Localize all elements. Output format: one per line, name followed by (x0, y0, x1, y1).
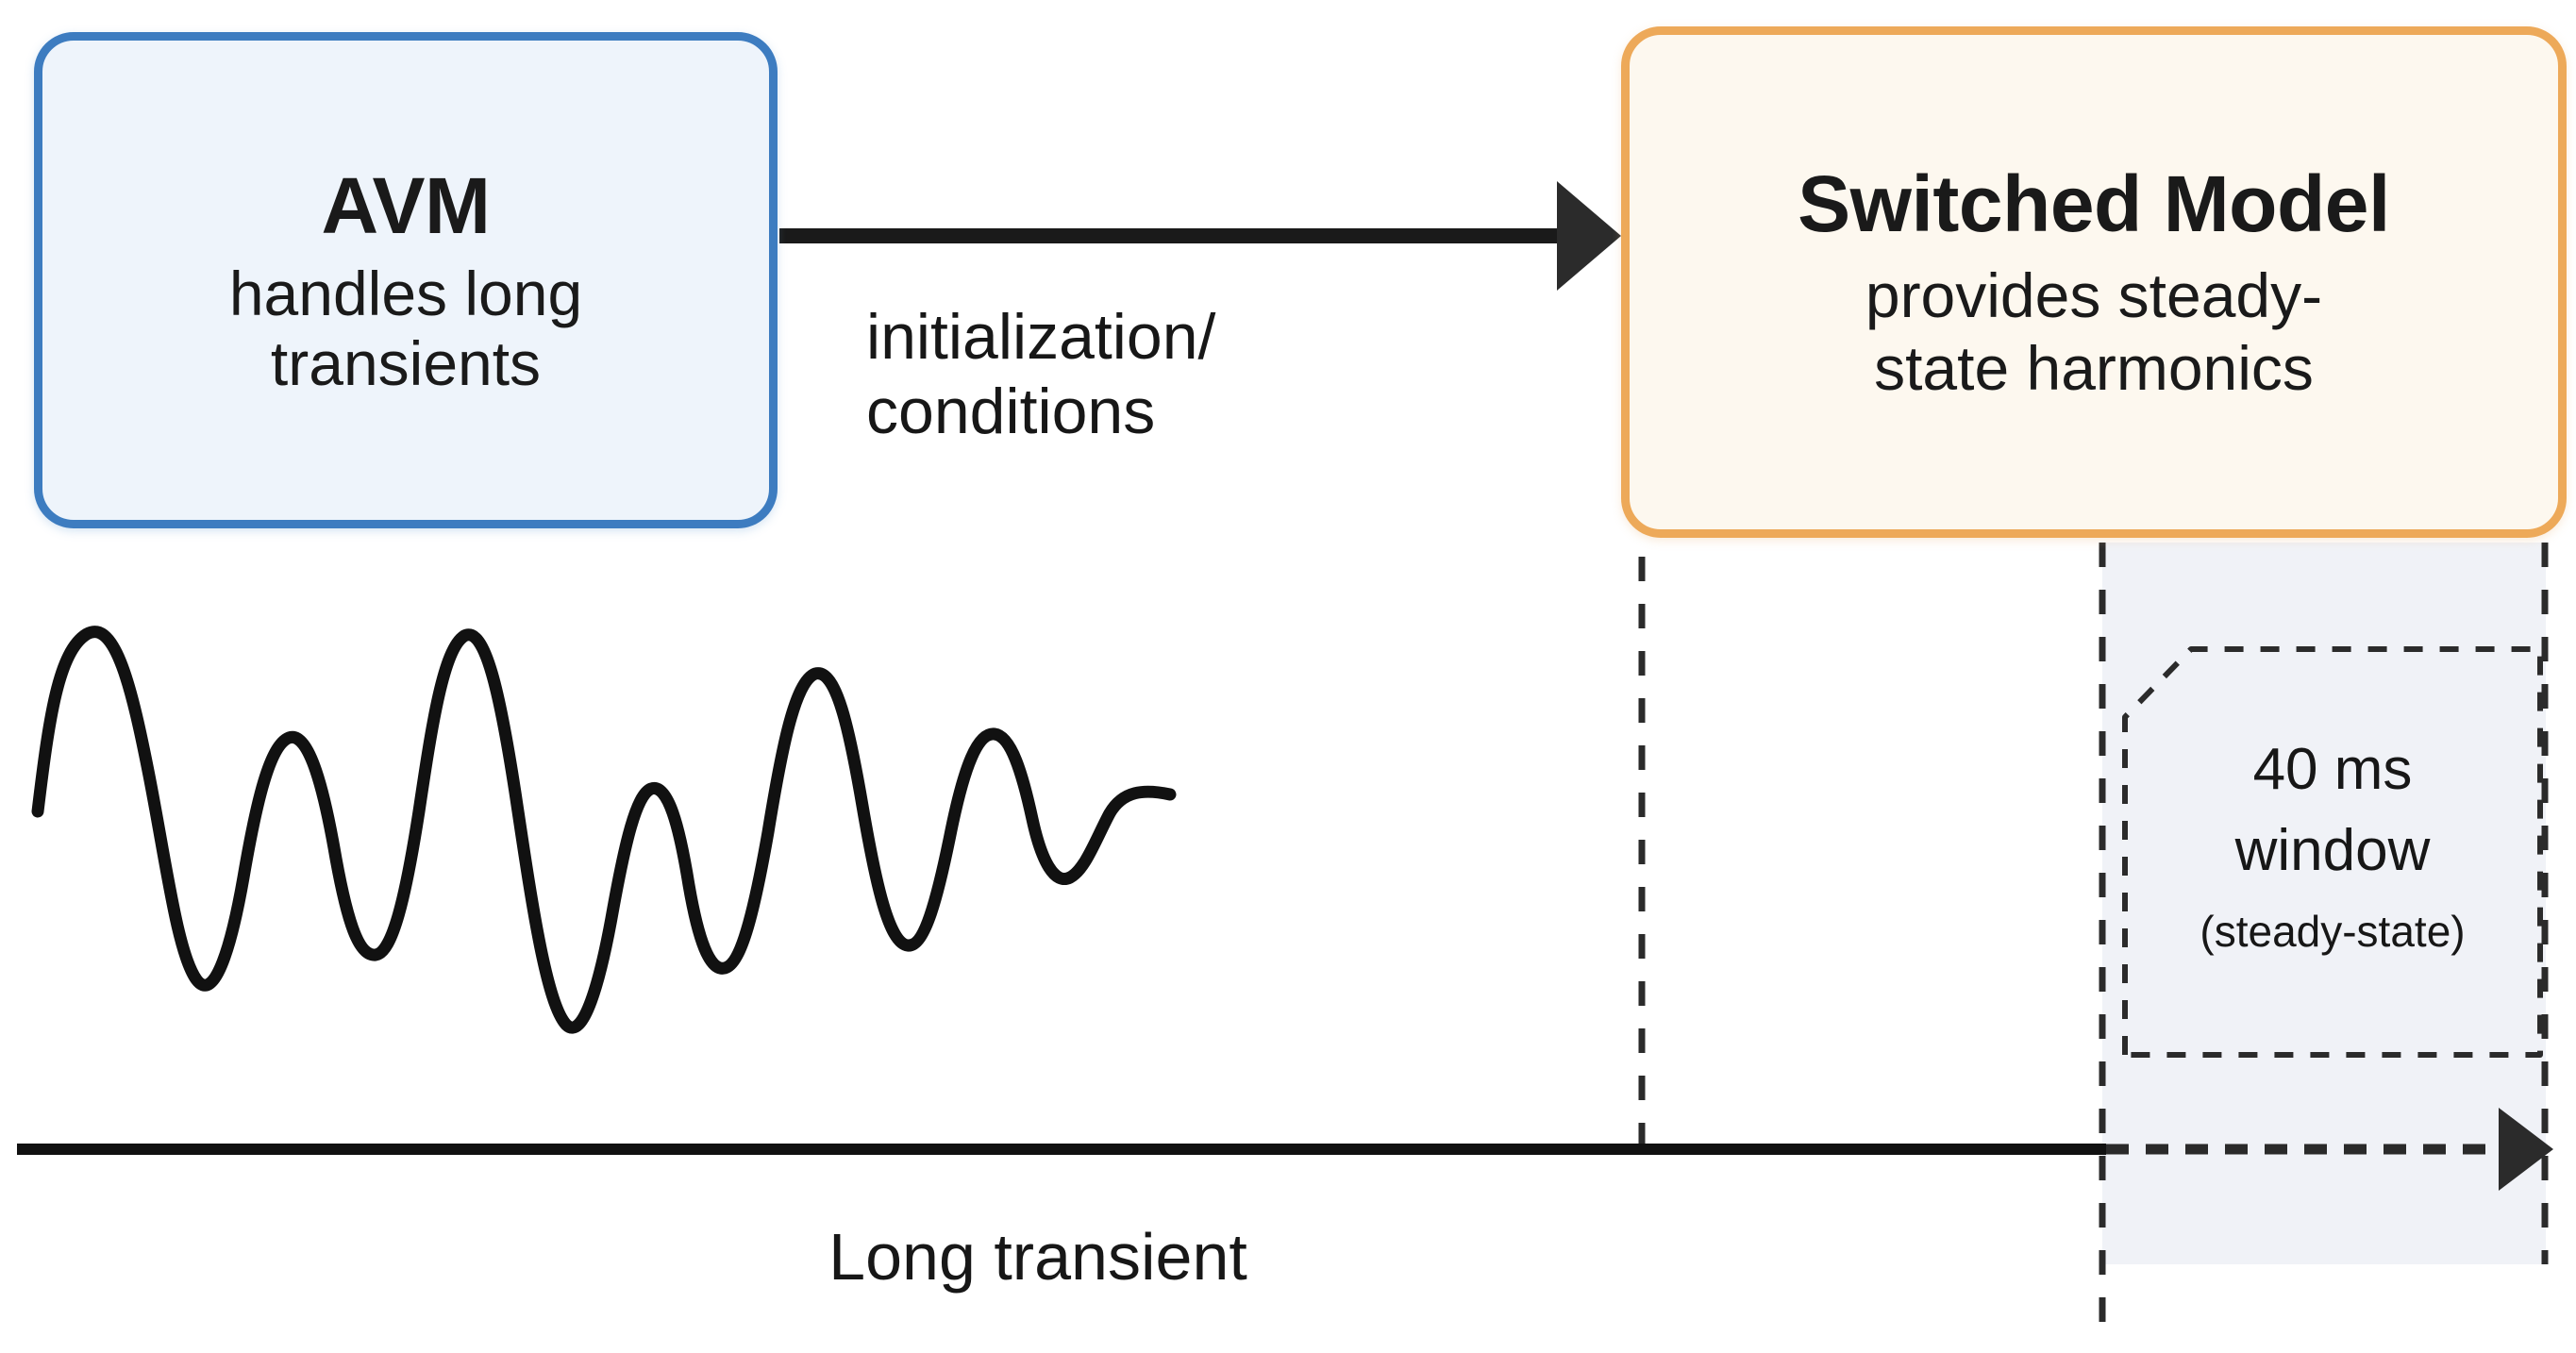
node-avm-subtitle: handles long transients (228, 259, 583, 399)
node-switched-model-title: Switched Model (1798, 159, 2390, 249)
window-callout-outline (2122, 646, 2543, 1058)
flow-arrow-head (1557, 181, 1621, 291)
edge-label: initialization/ conditions (866, 301, 1216, 447)
timeline-arrow-head (2499, 1108, 2553, 1191)
waveform-trace (31, 626, 1177, 1034)
node-avm[interactable]: AVM handles long transients (34, 32, 778, 528)
node-avm-title: AVM (321, 161, 491, 251)
flow-arrow (779, 181, 1621, 291)
node-switched-model-subtitle: provides steady- state harmonics (1865, 260, 2323, 404)
timeline-label: Long transient (828, 1220, 1247, 1294)
node-switched-model[interactable]: Switched Model provides steady- state ha… (1621, 26, 2567, 538)
timeline-axis (17, 1108, 2553, 1191)
